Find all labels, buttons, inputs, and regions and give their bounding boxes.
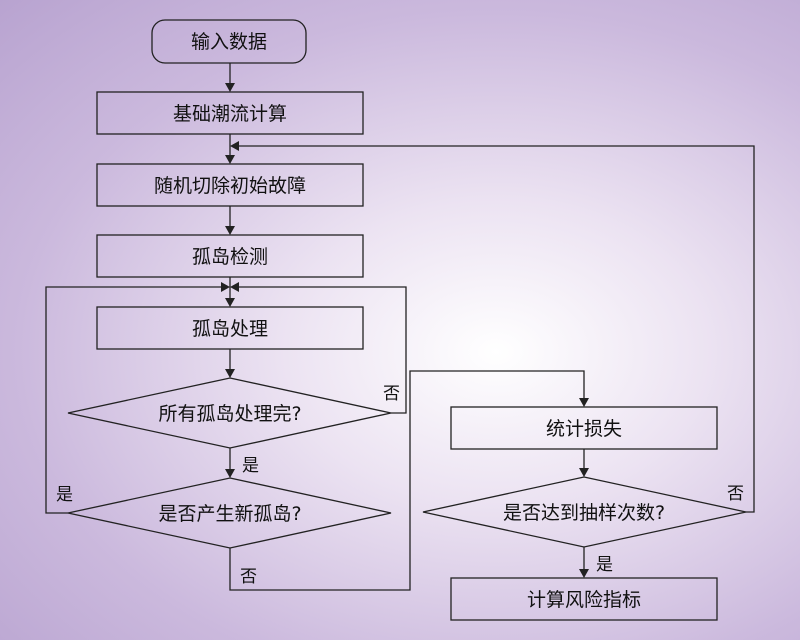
edge-newisland-yes-loop xyxy=(45,286,222,514)
arrowhead xyxy=(225,155,235,164)
arrowhead xyxy=(225,469,235,478)
edge-sample-no-loop xyxy=(239,145,755,513)
edge-label-sample-yes: 是 xyxy=(596,555,613,575)
island-process-label: 孤岛处理 xyxy=(192,318,268,340)
start-label: 输入数据 xyxy=(191,31,267,53)
arrowhead xyxy=(225,298,235,307)
loss-stats-label: 统计损失 xyxy=(546,418,622,440)
edge-label-new-island-no: 否 xyxy=(240,567,257,587)
edge-label-new-island-yes: 是 xyxy=(56,485,73,505)
edge-label-all-done-no: 否 xyxy=(383,384,400,404)
new-island-label: 是否产生新孤岛? xyxy=(158,503,301,525)
arrowhead xyxy=(579,569,589,578)
edge-newisland-no xyxy=(229,370,585,591)
edge-alldone-no-loop xyxy=(238,286,407,414)
arrowhead xyxy=(225,369,235,378)
sample-done-label: 是否达到抽样次数? xyxy=(503,502,665,524)
arrowhead xyxy=(225,226,235,235)
arrowhead xyxy=(230,282,239,292)
arrowhead xyxy=(579,468,589,477)
all-done-label: 所有孤岛处理完? xyxy=(158,403,301,425)
start-node xyxy=(151,19,307,64)
base-flow-label: 基础潮流计算 xyxy=(173,103,287,125)
arrowhead xyxy=(579,398,589,407)
edge-label-sample-no: 否 xyxy=(727,484,744,504)
edge-label-all-done-yes: 是 xyxy=(242,456,259,476)
island-detect-label: 孤岛检测 xyxy=(192,246,268,268)
random-cut-label: 随机切除初始故障 xyxy=(154,175,306,197)
arrowhead xyxy=(221,282,230,292)
arrowhead xyxy=(225,83,235,92)
arrowhead xyxy=(230,141,239,151)
risk-index-label: 计算风险指标 xyxy=(527,589,641,611)
